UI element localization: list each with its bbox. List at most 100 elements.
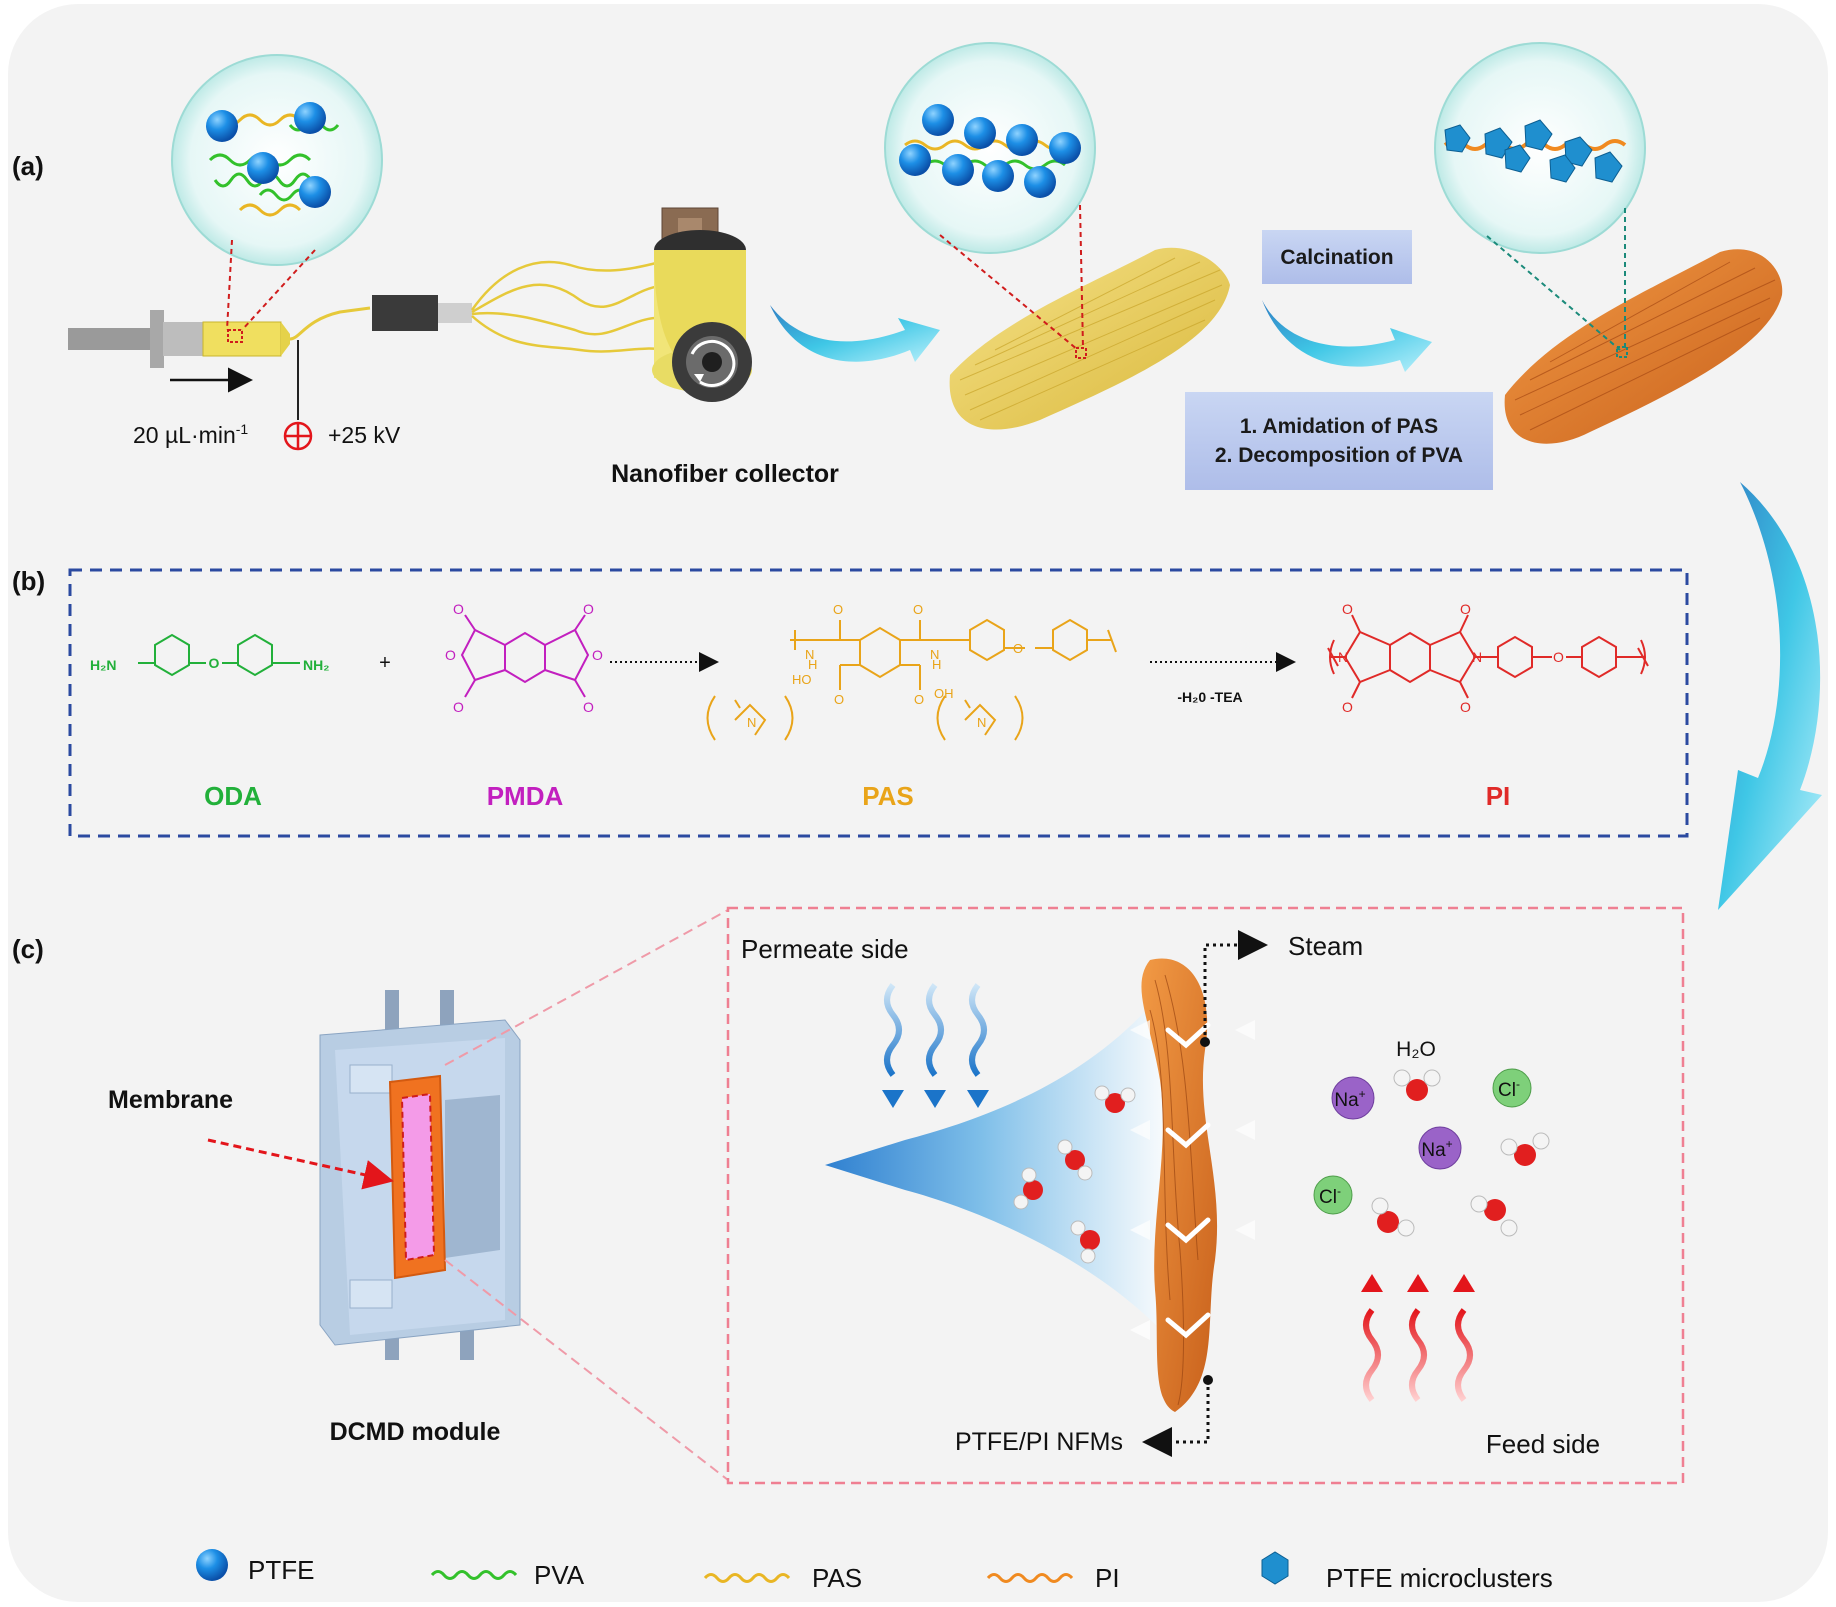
svg-text:HO: HO [792, 672, 812, 687]
heat-wave-arrowheads [1361, 1274, 1475, 1292]
svg-text:O: O [1460, 601, 1471, 617]
svg-text:Cl-: Cl- [1319, 1184, 1341, 1208]
zoom-line-1b [241, 249, 316, 331]
heat-waves-icon [1363, 1308, 1473, 1402]
svg-text:O: O [1553, 649, 1564, 665]
svg-text:N: N [805, 647, 814, 662]
svg-text:O: O [583, 699, 594, 715]
steam-label: Steam [1288, 931, 1363, 961]
svg-text:H: H [932, 657, 941, 672]
blue-sphere-icon [196, 1549, 228, 1581]
nfm-label: PTFE/PI NFMs [955, 1428, 1123, 1456]
syringe-icon [68, 310, 290, 368]
svg-text:O: O [592, 647, 603, 663]
svg-text:O: O [583, 601, 594, 617]
svg-text:OH: OH [934, 686, 954, 701]
svg-text:N: N [1472, 649, 1482, 665]
zoom-line-1a [226, 239, 233, 331]
svg-text:N: N [977, 715, 986, 730]
svg-text:O: O [1013, 641, 1023, 656]
svg-text:O: O [1342, 699, 1353, 715]
chloride-ion-2: Cl- [1313, 1175, 1353, 1215]
curved-arrow-3 [1718, 482, 1822, 910]
svg-text:O: O [914, 692, 924, 707]
svg-text:Na+: Na+ [1334, 1087, 1365, 1111]
voltage-label: +25 kV [328, 422, 401, 448]
detail-box [726, 906, 1685, 1485]
svg-text:Cl-: Cl- [1498, 1077, 1520, 1101]
curved-arrow-2 [1262, 300, 1432, 372]
orange-nanofiber-mat [1504, 249, 1783, 444]
oda-nh2: NH₂ [303, 657, 329, 673]
voltage-source-icon [283, 421, 313, 451]
zoom-line-3a [1486, 235, 1621, 351]
calcination-label: Calcination [1280, 246, 1393, 269]
oda-h2n: H₂N [90, 657, 116, 673]
panel-label-b: (b) [12, 566, 45, 596]
pas-label: PAS [862, 781, 914, 811]
bubble-ptfe-composite [884, 42, 1096, 254]
oda-oxygen: O [209, 655, 220, 671]
pas-structure [706, 618, 1117, 741]
water-molecules-permeate [1013, 1085, 1136, 1264]
yellow-nanofiber-mat [949, 247, 1230, 430]
svg-text:O: O [913, 602, 923, 617]
green-wave-icon [430, 1570, 518, 1580]
dcmd-module-icon [319, 990, 521, 1360]
fiber-jets [470, 260, 666, 353]
plus-sign: + [379, 652, 391, 674]
panel-label-c: (c) [12, 934, 44, 964]
water-molecules-feed [1371, 1069, 1550, 1237]
zoom-line-c-bottom [444, 1259, 729, 1481]
legend-label-ptfe: PTFE [248, 1555, 314, 1585]
panel-label-a: (a) [12, 151, 44, 181]
chloride-ion-1: Cl- [1492, 1068, 1532, 1108]
svg-text:O: O [1460, 699, 1471, 715]
permeate-label: Permeate side [741, 934, 909, 964]
svg-text:O: O [834, 692, 844, 707]
sodium-ion-2: Na+ [1418, 1126, 1462, 1170]
legend-label-ptfe-microclusters: PTFE microclusters [1326, 1563, 1553, 1593]
oda-structure [138, 633, 300, 677]
spinneret-icon [372, 295, 472, 331]
legend-label-pva: PVA [534, 1560, 585, 1590]
svg-text:H: H [808, 657, 817, 672]
curved-arrow-1 [770, 305, 940, 362]
legend-label-pi: PI [1095, 1563, 1120, 1593]
svg-text:O: O [453, 699, 464, 715]
ptfe-pi-membrane [1141, 958, 1218, 1412]
membrane-arrow [207, 1138, 394, 1190]
module-label: DCMD module [330, 1418, 501, 1446]
water-formula-label: H₂O [1396, 1038, 1436, 1061]
cold-wave-arrowheads [882, 1090, 989, 1108]
drum-collector-icon [652, 207, 752, 402]
process-step-1: 1. Amidation of PAS [1240, 415, 1438, 438]
legend: PTFE PVA PAS PI PTFE microclusters [196, 1549, 1553, 1593]
calcination-box [1262, 230, 1412, 284]
pmda-label: PMDA [487, 781, 564, 811]
svg-text:Na+: Na+ [1421, 1137, 1452, 1161]
yellow-wave-icon [703, 1573, 791, 1583]
pmda-atoms: OOO OOO [445, 601, 603, 715]
pmda-structure [460, 614, 590, 698]
svg-text:O: O [445, 647, 456, 663]
pi-label: PI [1486, 781, 1511, 811]
pi-structure [1327, 614, 1649, 699]
legend-label-pas: PAS [812, 1563, 862, 1593]
blue-cluster-icon [1261, 1551, 1289, 1585]
svg-text:O: O [833, 602, 843, 617]
bubble-ptfe-pva-pas-solution [171, 54, 383, 266]
zoom-line-c-top [444, 909, 729, 1066]
svg-text:N: N [747, 715, 756, 730]
svg-text:N: N [930, 647, 939, 662]
feed-label: Feed side [1486, 1429, 1600, 1459]
zoom-line-2a [939, 234, 1079, 351]
zoom-line-2b [1079, 204, 1084, 349]
condition-label: -H₂0 -TEA [1177, 689, 1242, 705]
vapor-chevrons [1130, 1020, 1255, 1340]
process-step-2: 2. Decomposition of PVA [1215, 444, 1463, 467]
process-box [1185, 392, 1493, 490]
